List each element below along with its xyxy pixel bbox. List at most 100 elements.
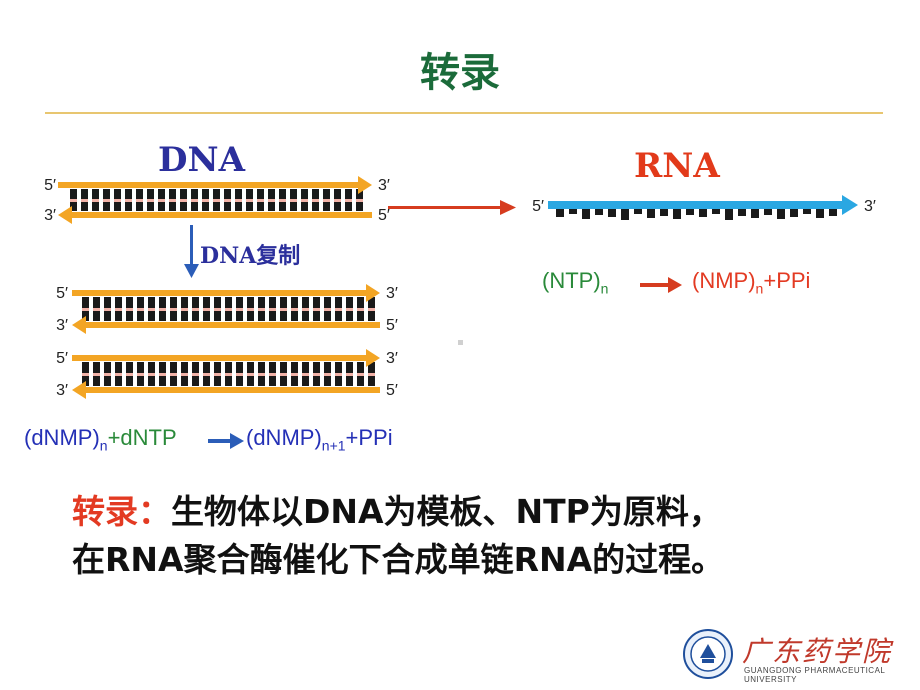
dna-original-base-pair <box>257 199 264 202</box>
dna-copy-1-base-pair <box>346 308 353 311</box>
dna-copy-1-base-pair <box>203 308 210 311</box>
dna-copy-1-base-pair <box>313 308 320 311</box>
dna-copy-1-five-prime-top: 5′ <box>56 285 68 302</box>
dna-copy-1-base-bottom <box>148 311 155 321</box>
dna-copy-1-bottom-strand-arrowhead <box>72 316 86 334</box>
dna-original-base-bottom <box>191 202 198 211</box>
dna-copy-1-base-bottom <box>368 311 375 321</box>
dna-copy-2-base-pair <box>335 373 342 376</box>
dna-original-base-bottom <box>180 202 187 211</box>
rna-base <box>738 209 746 216</box>
dna-original-base-top <box>70 189 77 199</box>
university-emblem-icon <box>683 629 733 679</box>
dna-original-base-pair <box>301 199 308 202</box>
dntp-term: +dNTP <box>107 425 177 450</box>
dna-copy-2-base-pair <box>280 373 287 376</box>
dna-original-base-bottom <box>257 202 264 211</box>
dna-copy-1-base-pair <box>258 308 265 311</box>
dna-copy-2-base-pair <box>346 373 353 376</box>
dna-original-base-top <box>158 189 165 199</box>
dna-original-base-top <box>268 189 275 199</box>
dna-original-base-bottom <box>279 202 286 211</box>
dna-copy-2-base-pair <box>324 373 331 376</box>
dna-copy-2-base-pair <box>313 373 320 376</box>
dna-copy-2-base-bottom <box>368 376 375 386</box>
dna-original-base-pair <box>202 199 209 202</box>
dna-copy-2-base-bottom <box>225 376 232 386</box>
dna-copy-2-base-top <box>104 362 111 373</box>
dna-original-base-pair <box>213 199 220 202</box>
dna-original-bottom-strand <box>70 212 372 218</box>
dna-original-base-pair <box>158 199 165 202</box>
rna-base <box>595 209 603 215</box>
rna-equation: (NTP)n <box>542 268 608 296</box>
dna-copy-1-base-top <box>137 297 144 308</box>
dna-copy-2-base-bottom <box>126 376 133 386</box>
dna-copy-1-base-bottom <box>291 311 298 321</box>
dna-equation-product: (dNMP)n+1+PPi <box>246 425 393 453</box>
dna-original-base-bottom <box>301 202 308 211</box>
dna-copy-1-base-pair <box>269 308 276 311</box>
dna-copy-1-base-bottom <box>346 311 353 321</box>
dna-copy-2-base-top <box>335 362 342 373</box>
dna-original-base-top <box>235 189 242 199</box>
dna-original-base-top <box>356 189 363 199</box>
rna-base <box>660 209 668 216</box>
dna-copy-1-base-top <box>82 297 89 308</box>
school-name: 广东药学院 <box>742 635 893 668</box>
dna-original-base-bottom <box>147 202 154 211</box>
dna-original-base-top <box>81 189 88 199</box>
title-divider <box>45 112 883 114</box>
replication-arrow <box>190 225 193 267</box>
dna-copy-2-base-pair <box>104 373 111 376</box>
dna-copy-2-base-pair <box>159 373 166 376</box>
dna-equation: (dNMP)n+dNTP <box>24 425 177 453</box>
dna-original-base-bottom <box>136 202 143 211</box>
dna-label: DNA <box>158 140 245 180</box>
rna-base <box>764 209 772 215</box>
dna-copy-1-base-bottom <box>214 311 221 321</box>
definition-line-2: 在RNA聚合酶催化下合成单链RNA的过程。 <box>72 540 725 579</box>
dna-copy-1-base-pair <box>247 308 254 311</box>
dna-copy-1-base-pair <box>225 308 232 311</box>
dna-copy-1-base-bottom <box>203 311 210 321</box>
dna-copy-2-base-bottom <box>258 376 265 386</box>
dna-copy-1-base-pair <box>357 308 364 311</box>
dna-original-base-top <box>136 189 143 199</box>
dna-copy-2-base-top <box>225 362 232 373</box>
dna-copy-1-base-bottom <box>93 311 100 321</box>
rna-base <box>712 209 720 214</box>
dna-copy-1-base-top <box>335 297 342 308</box>
dna-copy-2-base-top <box>291 362 298 373</box>
dna-original-base-bottom <box>158 202 165 211</box>
dna-original-base-top <box>191 189 198 199</box>
dna-original-base-top <box>125 189 132 199</box>
dna-copy-2-base-top <box>346 362 353 373</box>
dna-copy-2-base-pair <box>170 373 177 376</box>
dna-copy-2-base-pair <box>225 373 232 376</box>
dna-copy-1-base-pair <box>148 308 155 311</box>
dna-copy-1-base-top <box>93 297 100 308</box>
dna-copy-2-base-pair <box>148 373 155 376</box>
ntp-term: (NTP) <box>542 268 601 293</box>
dna-copy-2-base-top <box>214 362 221 373</box>
dna-copy-2-base-pair <box>115 373 122 376</box>
rna-base <box>725 209 733 220</box>
dnmp-product-sub: n+1 <box>321 437 346 454</box>
transcription-arrow <box>388 206 502 209</box>
dna-copy-2-three-prime-bottom: 3′ <box>56 382 68 399</box>
dna-original-base-top <box>257 189 264 199</box>
dna-copy-2-base-top <box>203 362 210 373</box>
dna-copy-1-base-bottom <box>159 311 166 321</box>
dna-original-base-pair <box>356 199 363 202</box>
rna-base <box>699 209 707 217</box>
dna-copy-1-base-top <box>346 297 353 308</box>
dna-copy-2-base-bottom <box>313 376 320 386</box>
dna-original-base-pair <box>147 199 154 202</box>
dna-copy-1-base-top <box>225 297 232 308</box>
dna-copy-1-base-bottom <box>335 311 342 321</box>
dna-original-base-top <box>312 189 319 199</box>
dna-copy-1-base-bottom <box>247 311 254 321</box>
dna-copy-2-base-bottom <box>335 376 342 386</box>
dna-original-base-pair <box>103 199 110 202</box>
